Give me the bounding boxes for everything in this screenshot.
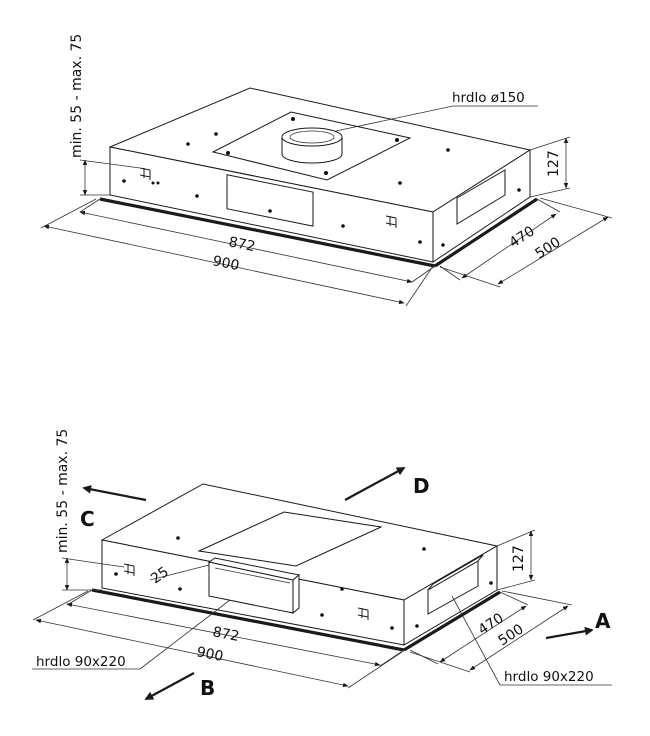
direction-c-label: C — [80, 507, 95, 531]
bracket-left — [139, 167, 151, 180]
side-outlet-label: hrdlo 90x220 — [504, 669, 594, 685]
direction-arrows: C D A B — [80, 467, 611, 700]
width-dimensions-bottom: 872 900 — [32, 589, 405, 689]
dim-width-outer-b: 900 — [195, 644, 224, 665]
height-dimension-bottom: min. 55 - max. 75 — [55, 429, 125, 591]
dim-depth-outer: 500 — [532, 234, 563, 262]
side-outlet-callout: hrdlo 90x220 — [451, 595, 612, 686]
bracket-left-b — [123, 563, 135, 576]
round-outlet-collar — [281, 127, 343, 164]
dim-depth-inner: 470 — [506, 223, 537, 251]
top-view: min. 55 - max. 75 872 900 470 500 — [40, 34, 613, 307]
height-dimension-top: min. 55 - max. 75 — [69, 34, 141, 196]
body-height-dimension-top: 127 — [529, 136, 571, 198]
dim-height-label: min. 55 - max. 75 — [69, 34, 85, 158]
dim-width-inner-b: 872 — [211, 624, 240, 645]
body-height-dimension-bottom: 127 — [496, 529, 536, 591]
front-outlet-callout: hrdlo 90x220 — [32, 599, 231, 670]
dim-body-height-b: 127 — [511, 545, 527, 572]
side-outlet-duct — [427, 554, 484, 615]
direction-d-label: D — [413, 474, 430, 498]
outlet-callout-top: hrdlo ø150 — [335, 90, 538, 132]
bottom-view: min. 55 - max. 75 25 872 900 470 — [32, 429, 612, 700]
filter-plate — [197, 511, 383, 567]
hood-body-bottom — [91, 483, 501, 652]
width-dimensions-top: 872 900 — [40, 198, 436, 307]
dim-width-inner: 872 — [227, 234, 256, 255]
dim-body-height: 127 — [546, 150, 562, 177]
direction-a-label: A — [595, 609, 611, 633]
dim-height-label-b: min. 55 - max. 75 — [55, 429, 71, 553]
arrow-b — [144, 672, 195, 700]
side-vent-slot — [456, 169, 506, 225]
arrow-c — [82, 485, 147, 502]
arrow-a — [545, 626, 594, 640]
direction-b-label: B — [200, 676, 215, 700]
dim-width-outer: 900 — [211, 253, 240, 274]
outlet-label: hrdlo ø150 — [452, 90, 525, 106]
hood-body-top — [99, 87, 538, 268]
front-outlet-label: hrdlo 90x220 — [36, 654, 126, 670]
arrow-d — [344, 467, 406, 501]
